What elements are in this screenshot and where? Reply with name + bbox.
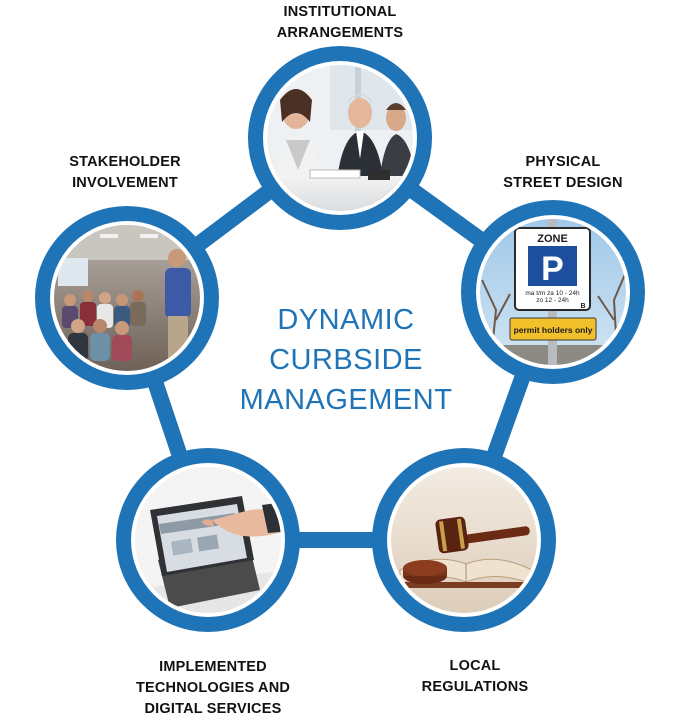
title-line-2: CURBSIDE <box>269 344 423 376</box>
sign-p-letter: P <box>541 250 564 288</box>
label-local-regulations: LOCAL REGULATIONS <box>400 656 550 698</box>
label-line: IMPLEMENTED <box>159 659 267 675</box>
node-physical-street-design: ZONE P ma t/m za 10 - 24h zo 12 - 24h B … <box>461 200 645 384</box>
label-implemented-technologies: IMPLEMENTED TECHNOLOGIES AND DIGITAL SER… <box>118 657 308 720</box>
label-line: ARRANGEMENTS <box>276 25 404 41</box>
label-stakeholder-involvement: STAKEHOLDER INVOLVEMENT <box>40 152 210 194</box>
title-line-3: MANAGEMENT <box>239 384 453 416</box>
center-title: DYNAMIC CURBSIDE MANAGEMENT <box>200 300 492 420</box>
parking-zone-sign-photo: ZONE P ma t/m za 10 - 24h zo 12 - 24h B … <box>480 219 626 365</box>
label-institutional-arrangements: INSTITUTIONAL ARRANGEMENTS <box>250 2 430 44</box>
sign-code: B <box>580 303 585 310</box>
gavel-and-book-photo <box>391 467 537 613</box>
sign-times-1: ma t/m za 10 - 24h <box>525 290 580 297</box>
sign-zone-text: ZONE <box>537 233 568 245</box>
label-line: PHYSICAL <box>525 154 601 170</box>
node-institutional-arrangements <box>248 46 432 230</box>
label-line: LOCAL <box>449 658 501 674</box>
node-local-regulations <box>372 448 556 632</box>
node-stakeholder-involvement <box>35 206 219 390</box>
title-line-1: DYNAMIC <box>277 304 415 336</box>
sign-permit-text: permit holders only <box>514 325 593 335</box>
label-line: TECHNOLOGIES AND <box>135 680 291 696</box>
community-meeting-photo <box>54 225 200 371</box>
label-line: STAKEHOLDER <box>69 154 181 170</box>
label-line: REGULATIONS <box>421 679 529 695</box>
label-line: INVOLVEMENT <box>72 175 178 191</box>
label-physical-street-design: PHYSICAL STREET DESIGN <box>478 152 648 194</box>
node-implemented-technologies <box>116 448 300 632</box>
label-line: STREET DESIGN <box>503 175 623 191</box>
sign-times-2: zo 12 - 24h <box>536 297 569 304</box>
label-line: DIGITAL SERVICES <box>144 701 282 717</box>
label-line: INSTITUTIONAL <box>283 4 397 20</box>
